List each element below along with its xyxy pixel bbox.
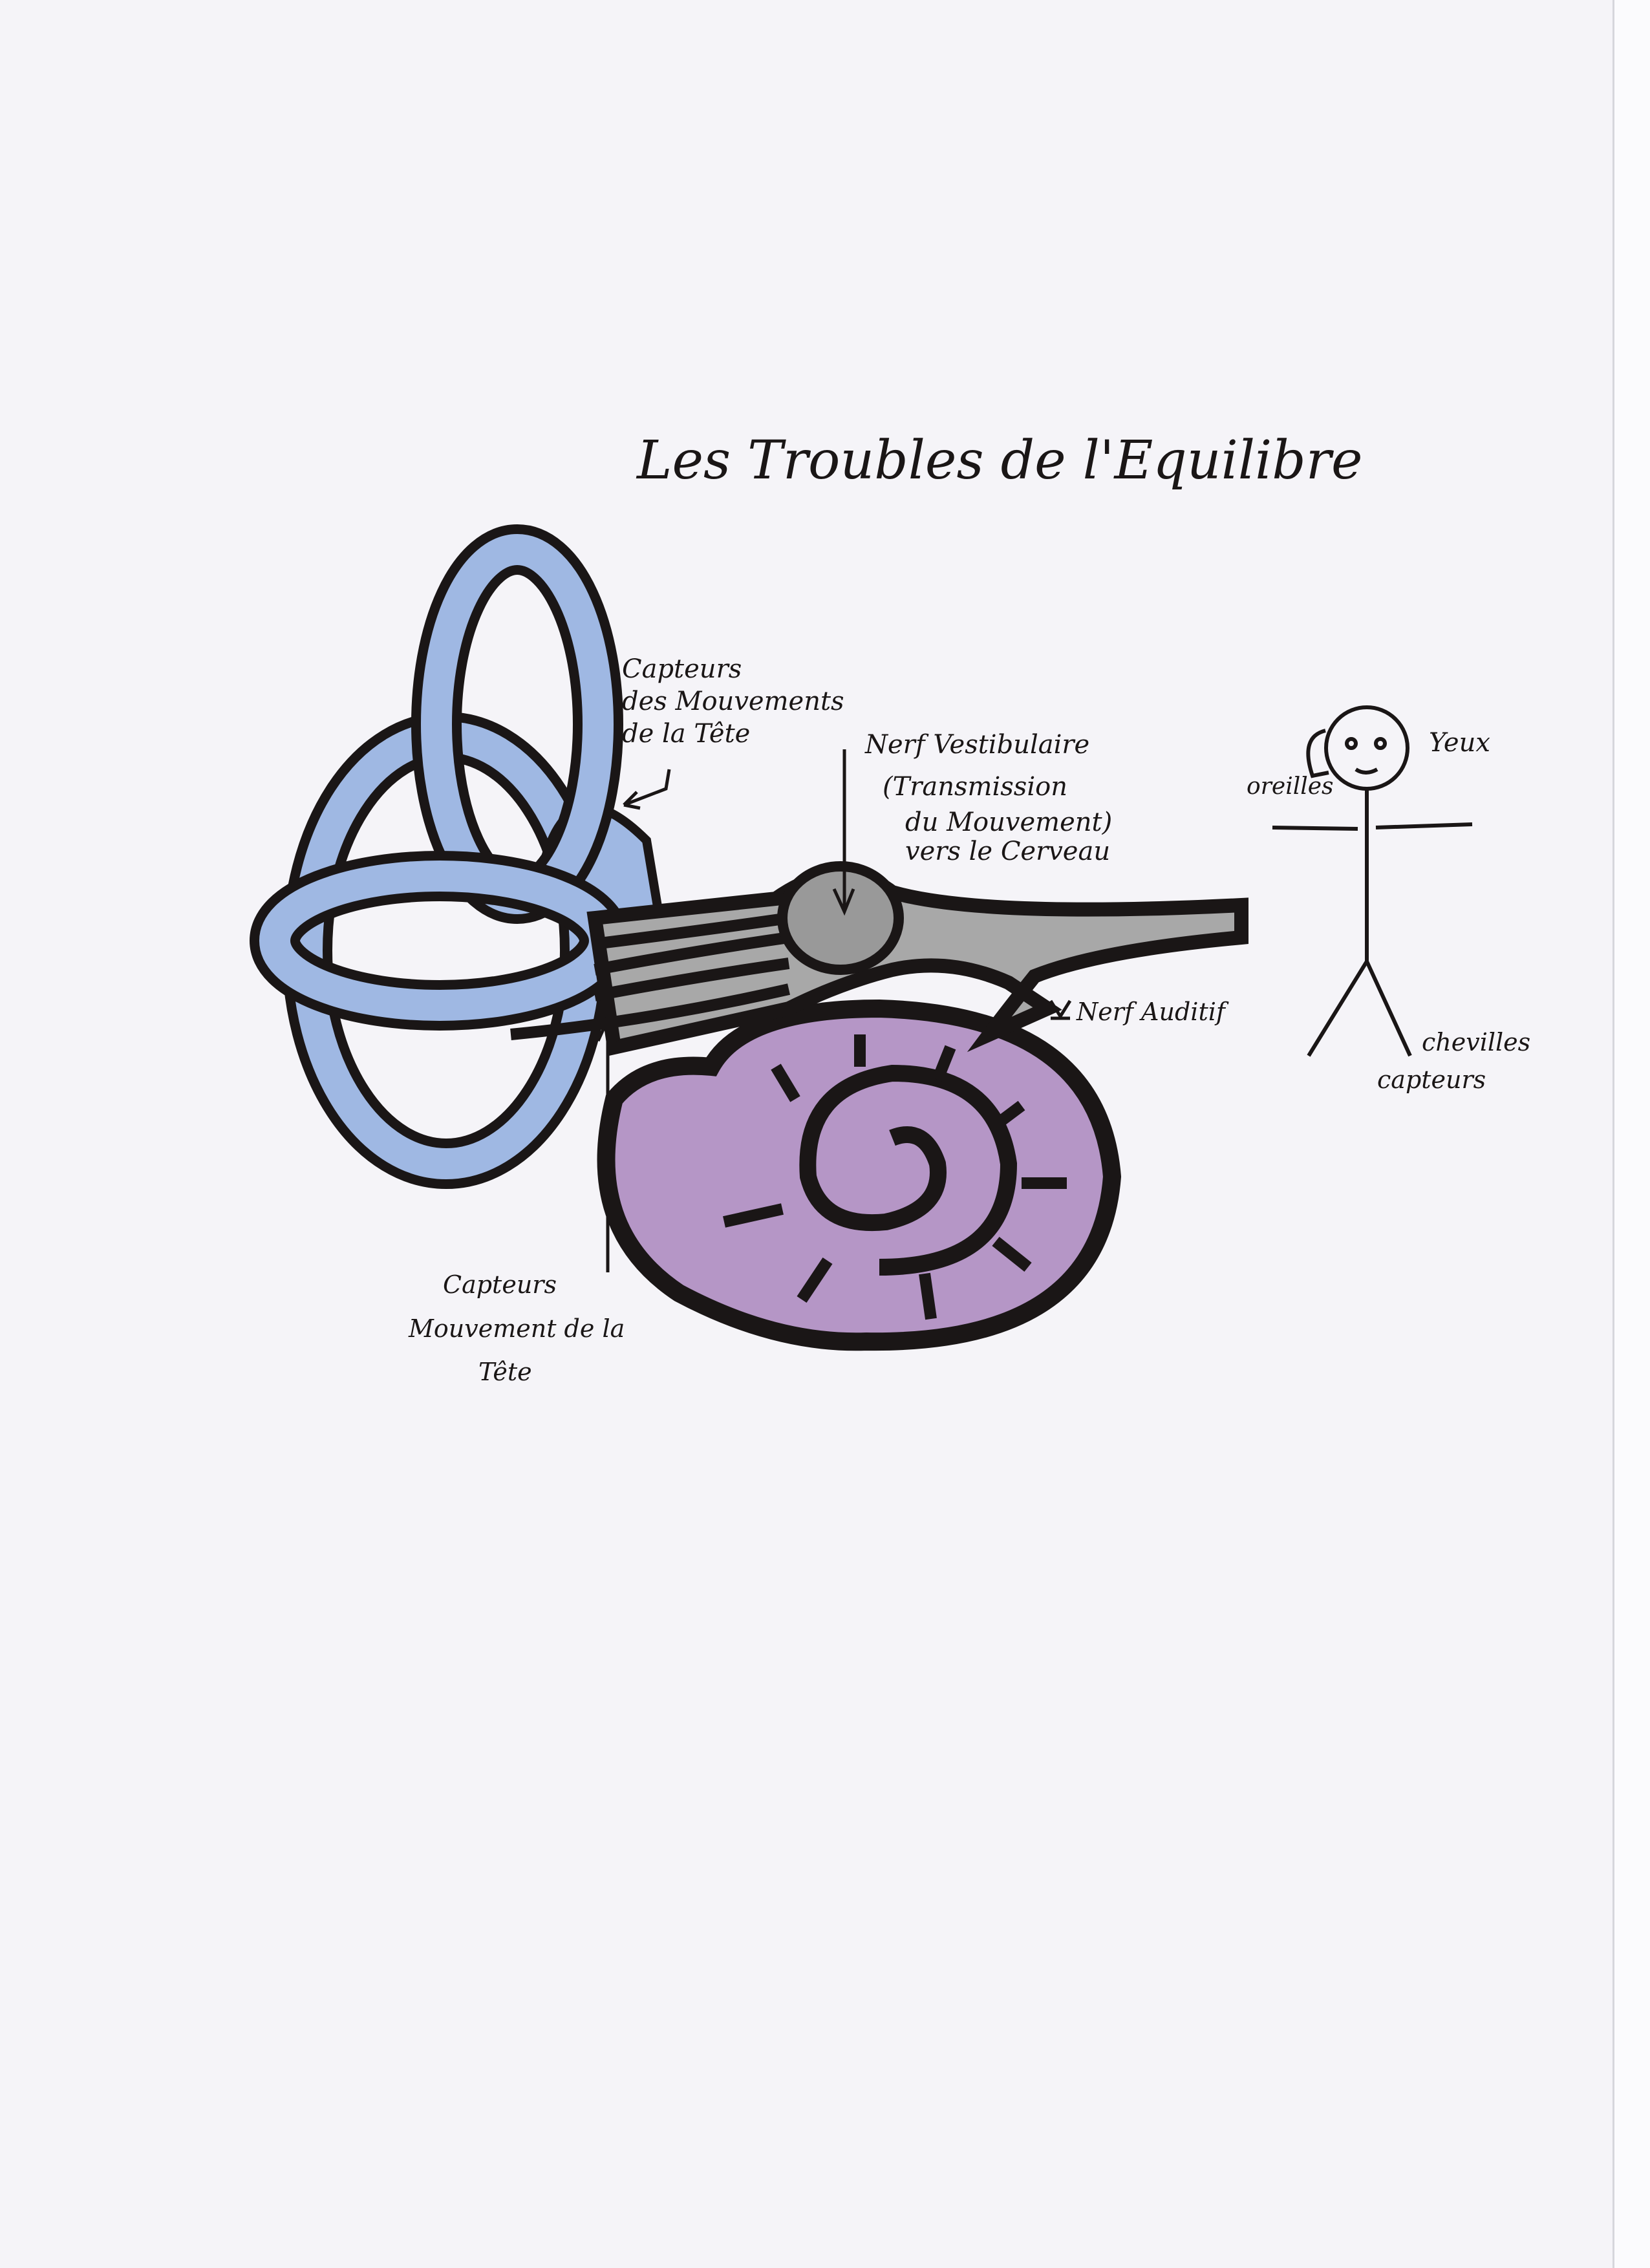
eye-left xyxy=(1345,737,1358,750)
ear xyxy=(1306,729,1329,778)
label-vestibular-nerve: Nerf Vestibulaire (Transmission du Mouve… xyxy=(864,730,1120,866)
head xyxy=(1324,705,1409,791)
vestibular-cochlear-nerve xyxy=(510,861,1248,1056)
page-edge xyxy=(1612,0,1650,2268)
label-ears: oreilles xyxy=(1247,773,1334,800)
label-canal-sensors: Capteurs des Mouvements de la Tête xyxy=(622,654,852,749)
label-vestibule-sensors: Capteurs Mouvement de la Tête xyxy=(408,1270,632,1386)
label-ankles: chevilles capteurs xyxy=(1377,1028,1538,1094)
eye-right xyxy=(1374,737,1387,750)
semicircular-canals xyxy=(250,524,665,1189)
page-title: Les Troubles de l'Equilibre xyxy=(636,430,1363,491)
label-auditory-nerve: Nerf Auditif xyxy=(1076,998,1229,1026)
annotation-arrows xyxy=(596,749,1072,1272)
stick-figure xyxy=(1272,705,1473,1057)
cochlea xyxy=(597,999,1122,1351)
label-eyes: Yeux xyxy=(1429,728,1490,758)
